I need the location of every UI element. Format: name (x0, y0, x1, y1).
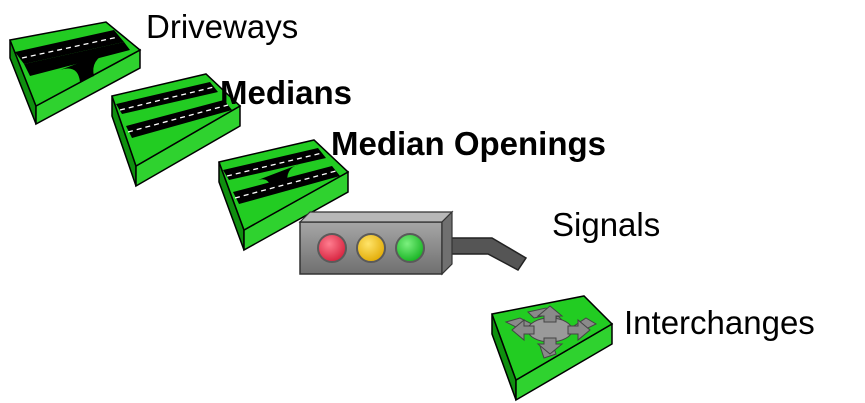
driveway-road-block-icon (8, 21, 142, 126)
median-road-block-icon (111, 73, 242, 188)
traffic-signal-icon (298, 210, 528, 276)
interchanges-label: Interchanges (624, 304, 815, 341)
interchange-block-icon (490, 295, 614, 402)
medians-label: Medians (220, 74, 353, 111)
driveways-label: Driveways (146, 8, 299, 45)
red-light-icon (317, 233, 347, 263)
median-openings-label: Median Openings (331, 125, 607, 162)
signals-label: Signals (552, 206, 661, 243)
median-opening-road-block-icon (218, 139, 350, 252)
green-light-icon (395, 233, 425, 263)
yellow-light-icon (356, 233, 386, 263)
four-way-arrow-icon (504, 305, 598, 359)
